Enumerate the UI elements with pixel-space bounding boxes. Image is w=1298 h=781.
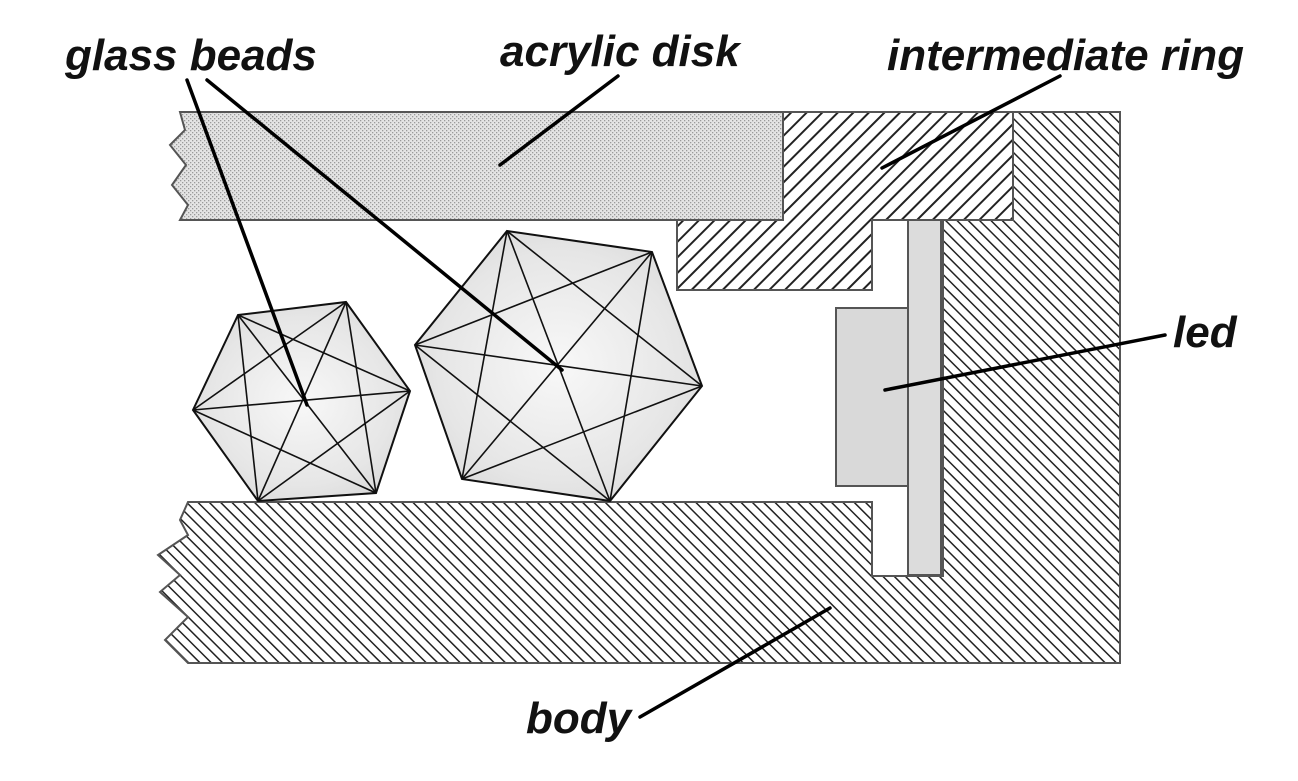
label-led: led <box>1173 308 1238 357</box>
leader-led <box>883 333 1167 392</box>
leader-glass-beads-large <box>205 78 564 372</box>
glass-bead-small <box>191 300 412 503</box>
leader-intermediate-ring <box>880 74 1062 170</box>
label-body: body <box>526 694 634 743</box>
acrylic-disk <box>168 111 784 221</box>
label-glass-beads: glass beads <box>64 31 317 80</box>
leader-body <box>638 606 832 719</box>
label-acrylic-disk: acrylic disk <box>500 27 742 76</box>
leader-acrylic-disk <box>498 74 620 167</box>
label-intermediate-ring: intermediate ring <box>887 31 1244 80</box>
led-board <box>907 219 942 576</box>
leader-glass-beads-small <box>185 78 309 407</box>
led-chip <box>835 307 909 487</box>
